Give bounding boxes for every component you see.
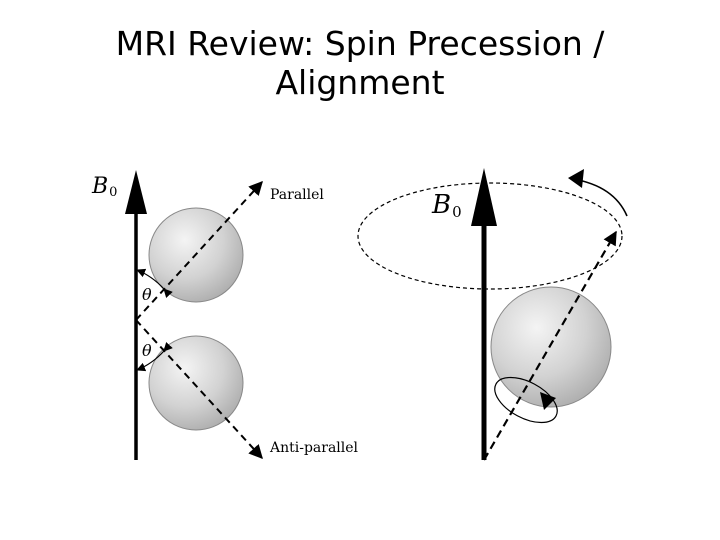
- precessing-spin-arrow: [483, 230, 617, 461]
- field-arrow-icon: [471, 168, 497, 226]
- antiparallel-label: Anti-parallel: [269, 440, 359, 456]
- slide-title: MRI Review: Spin Precession / Alignment: [115, 24, 605, 102]
- rotation-arrow-icon: [540, 392, 556, 410]
- spin-rotation-ellipse: [494, 376, 558, 424]
- field-arrow-icon: [125, 170, 147, 214]
- parallel-label: Parallel: [270, 187, 324, 203]
- right-diagram: B0: [357, 168, 628, 461]
- angle-label-bottom: θ: [142, 341, 152, 360]
- angle-label-top: θ: [142, 285, 152, 304]
- angle-arc-top: [136, 268, 173, 299]
- angle-arc-bottom: [136, 341, 173, 372]
- left-field-label: B0: [91, 174, 117, 200]
- right-field-label: B0: [431, 190, 462, 221]
- precession-cone-ellipse: [357, 182, 623, 290]
- precessing-spin-sphere: [490, 286, 612, 408]
- precession-arrow-icon: [568, 169, 584, 188]
- left-diagram: B0 θ θ Parallel Anti-parallel: [91, 170, 359, 460]
